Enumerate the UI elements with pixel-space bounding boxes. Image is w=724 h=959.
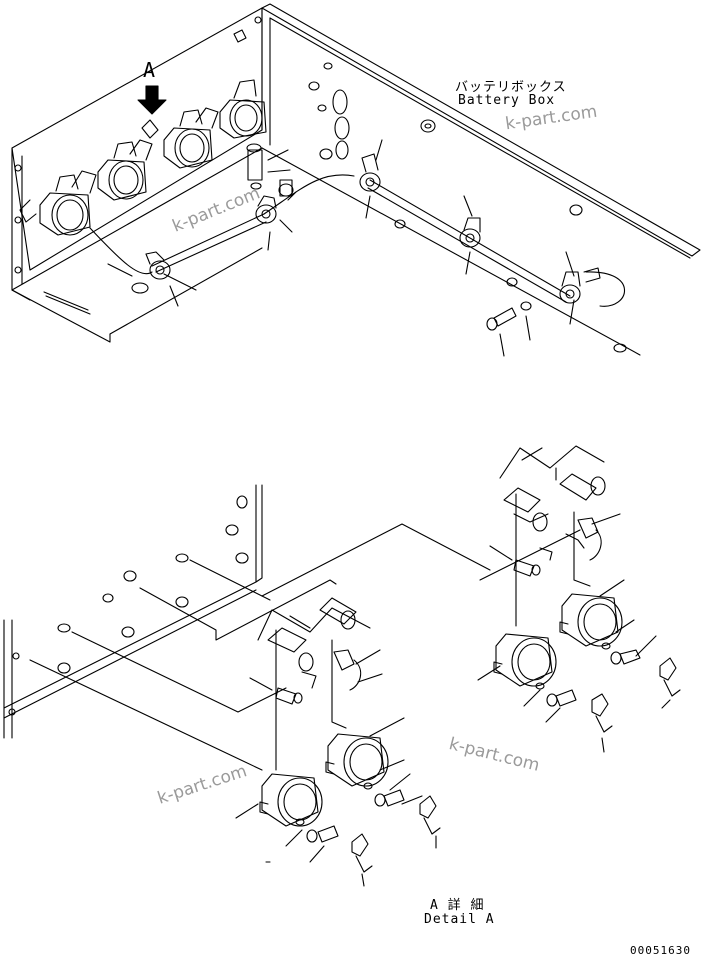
- leader-lines-top: [107, 139, 575, 357]
- drawing-number: 00051630: [630, 944, 691, 957]
- battery-box-label-en: Battery Box: [458, 93, 556, 108]
- view-letter-label: A: [143, 58, 156, 82]
- wire-harness-top: [89, 143, 626, 331]
- circuit-breakers-top: [19, 79, 267, 236]
- detail-a-panel: [3, 484, 581, 771]
- leader-lines-detail: [235, 447, 671, 887]
- circuit-breakers-detail-left: [257, 597, 441, 873]
- battery-box-label-jp: バッテリボックス: [455, 80, 567, 95]
- circuit-breakers-detail-right: [493, 445, 681, 733]
- detail-label-jp: A 詳 細: [430, 898, 485, 913]
- down-arrow-icon: [137, 85, 167, 115]
- battery-box-panel: [11, 3, 701, 356]
- detail-label-en: Detail A: [424, 912, 495, 927]
